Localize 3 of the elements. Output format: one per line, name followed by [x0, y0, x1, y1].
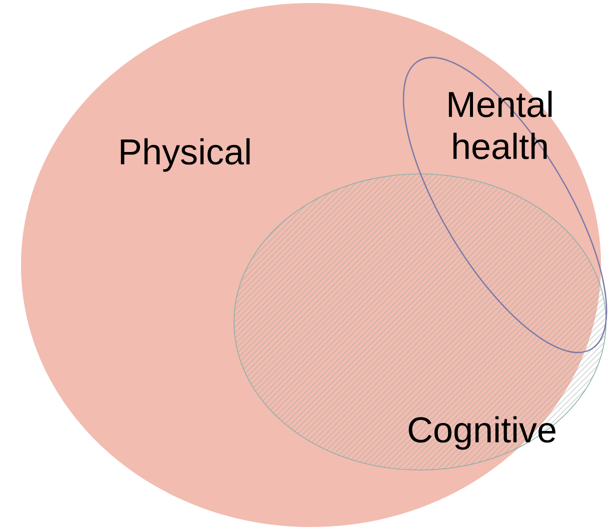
region-label: Physical: [120, 138, 250, 172]
region-label: Cognitive: [408, 416, 556, 450]
region-label: Mental health: [448, 90, 552, 160]
